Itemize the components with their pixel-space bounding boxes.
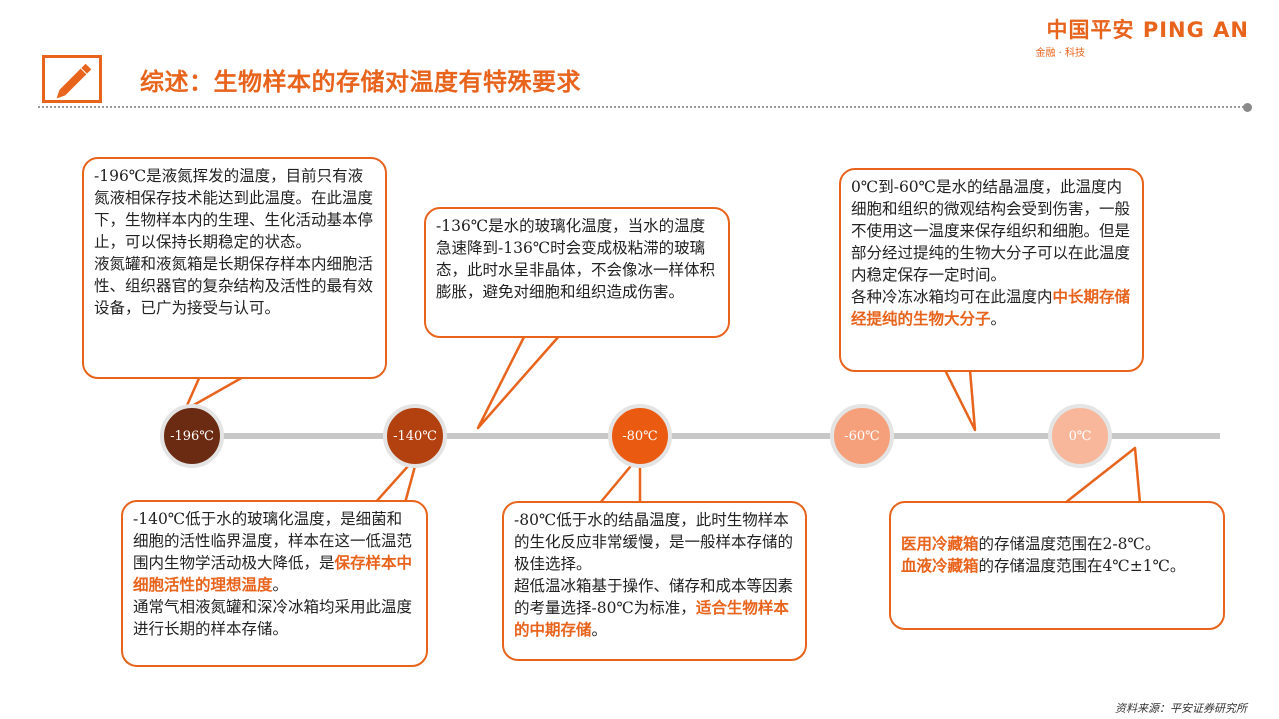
timeline-axis	[190, 433, 1220, 439]
callout-text-part: 的存储温度范围在4℃±1℃。	[978, 557, 1186, 575]
callout-highlight: 中长期存储经提纯的生物大分子	[851, 287, 1131, 328]
timeline-node-minus60: -60℃	[830, 404, 894, 468]
callout-text-part: -140℃低于水的玻璃化温度，是细菌和细胞的活性临界温度，样本在这一低温范围内生…	[133, 510, 413, 572]
logo-main-text: 中国平安 PING AN	[1046, 18, 1249, 42]
timeline-node-minus196: -196℃	[160, 404, 224, 468]
callout-minus136: -136℃是水的玻璃化温度，当水的温度急速降到-136℃时会变成极粘滞的玻璃态，…	[424, 207, 730, 338]
callout-text-part: 的存储温度范围在2-8℃。	[978, 535, 1161, 553]
timeline-node-zero: 0℃	[1048, 404, 1112, 468]
callout-text: 各种冷冻冰箱均可在此温度内中长期存储经提纯的生物大分子。	[851, 286, 1132, 330]
callout-text-part: 。	[591, 621, 608, 639]
logo-sub-text: 金融 · 科技	[1035, 48, 1085, 59]
callout-text: 医用冷藏箱的存储温度范围在2-8℃。	[901, 533, 1213, 555]
callout-text: 血液冷藏箱的存储温度范围在4℃±1℃。	[901, 555, 1213, 577]
callout-text-part: 。	[272, 576, 289, 594]
edit-pencil-icon	[42, 55, 102, 103]
page-title: 综述：生物样本的存储对温度有特殊要求	[140, 68, 581, 96]
callout-text: 液氮罐和液氮箱是长期保存样本内细胞活性、组织器官的复杂结构及活性的最有效设备，已…	[94, 255, 374, 317]
callout-text: 0℃到-60℃是水的结晶温度，此温度内细胞和组织的微观结构会受到伤害，一般不使用…	[851, 178, 1131, 284]
callout-highlight: 医用冷藏箱	[901, 534, 979, 553]
callout-text: 通常气相液氮罐和深冷冰箱均采用此温度进行长期的样本存储。	[133, 598, 413, 638]
source-note: 资料来源：平安证券研究所	[1115, 702, 1247, 715]
callout-text: -140℃低于水的玻璃化温度，是细菌和细胞的活性临界温度，样本在这一低温范围内生…	[133, 508, 416, 596]
callout-text: 超低温冰箱基于操作、储存和成本等因素的考量选择-80℃为标准，适合生物样本的中期…	[514, 575, 795, 641]
callout-text-part: 各种冷冻冰箱均可在此温度内	[851, 288, 1053, 306]
callout-minus196: -196℃是液氮挥发的温度，目前只有液氮液相保存技术能达到此温度。在此温度下，生…	[82, 157, 387, 379]
callout-text: -80℃低于水的结晶温度，此时生物样本的生化反应非常缓慢，是一般样本存储的极佳选…	[514, 511, 794, 573]
timeline-node-minus140: -140℃	[383, 404, 447, 468]
callout-zero: 医用冷藏箱的存储温度范围在2-8℃。 血液冷藏箱的存储温度范围在4℃±1℃。	[889, 501, 1225, 630]
callout-minus80: -80℃低于水的结晶温度，此时生物样本的生化反应非常缓慢，是一般样本存储的极佳选…	[502, 501, 807, 661]
callout-zero-to-minus60: 0℃到-60℃是水的结晶温度，此温度内细胞和组织的微观结构会受到伤害，一般不使用…	[839, 168, 1144, 372]
callout-text: -196℃是液氮挥发的温度，目前只有液氮液相保存技术能达到此温度。在此温度下，生…	[94, 167, 374, 251]
timeline-node-minus80: -80℃	[608, 404, 672, 468]
callout-highlight: 保存样本中细胞活性的理想温度	[133, 553, 413, 594]
callout-highlight: 血液冷藏箱	[901, 556, 979, 575]
header-divider	[38, 106, 1244, 108]
callout-highlight: 适合生物样本的中期存储	[514, 598, 789, 639]
callout-text: -136℃是水的玻璃化温度，当水的温度急速降到-136℃时会变成极粘滞的玻璃态，…	[436, 217, 716, 301]
callout-text-part: 超低温冰箱基于操作、储存和成本等因素的考量选择-80℃为标准，	[514, 577, 794, 617]
divider-end-dot	[1243, 103, 1252, 112]
callout-text-part: 。	[990, 310, 1007, 328]
callout-minus140: -140℃低于水的玻璃化温度，是细菌和细胞的活性临界温度，样本在这一低温范围内生…	[121, 500, 428, 667]
ping-an-logo: 中国平安 PING AN 金融 · 科技	[1035, 14, 1249, 59]
